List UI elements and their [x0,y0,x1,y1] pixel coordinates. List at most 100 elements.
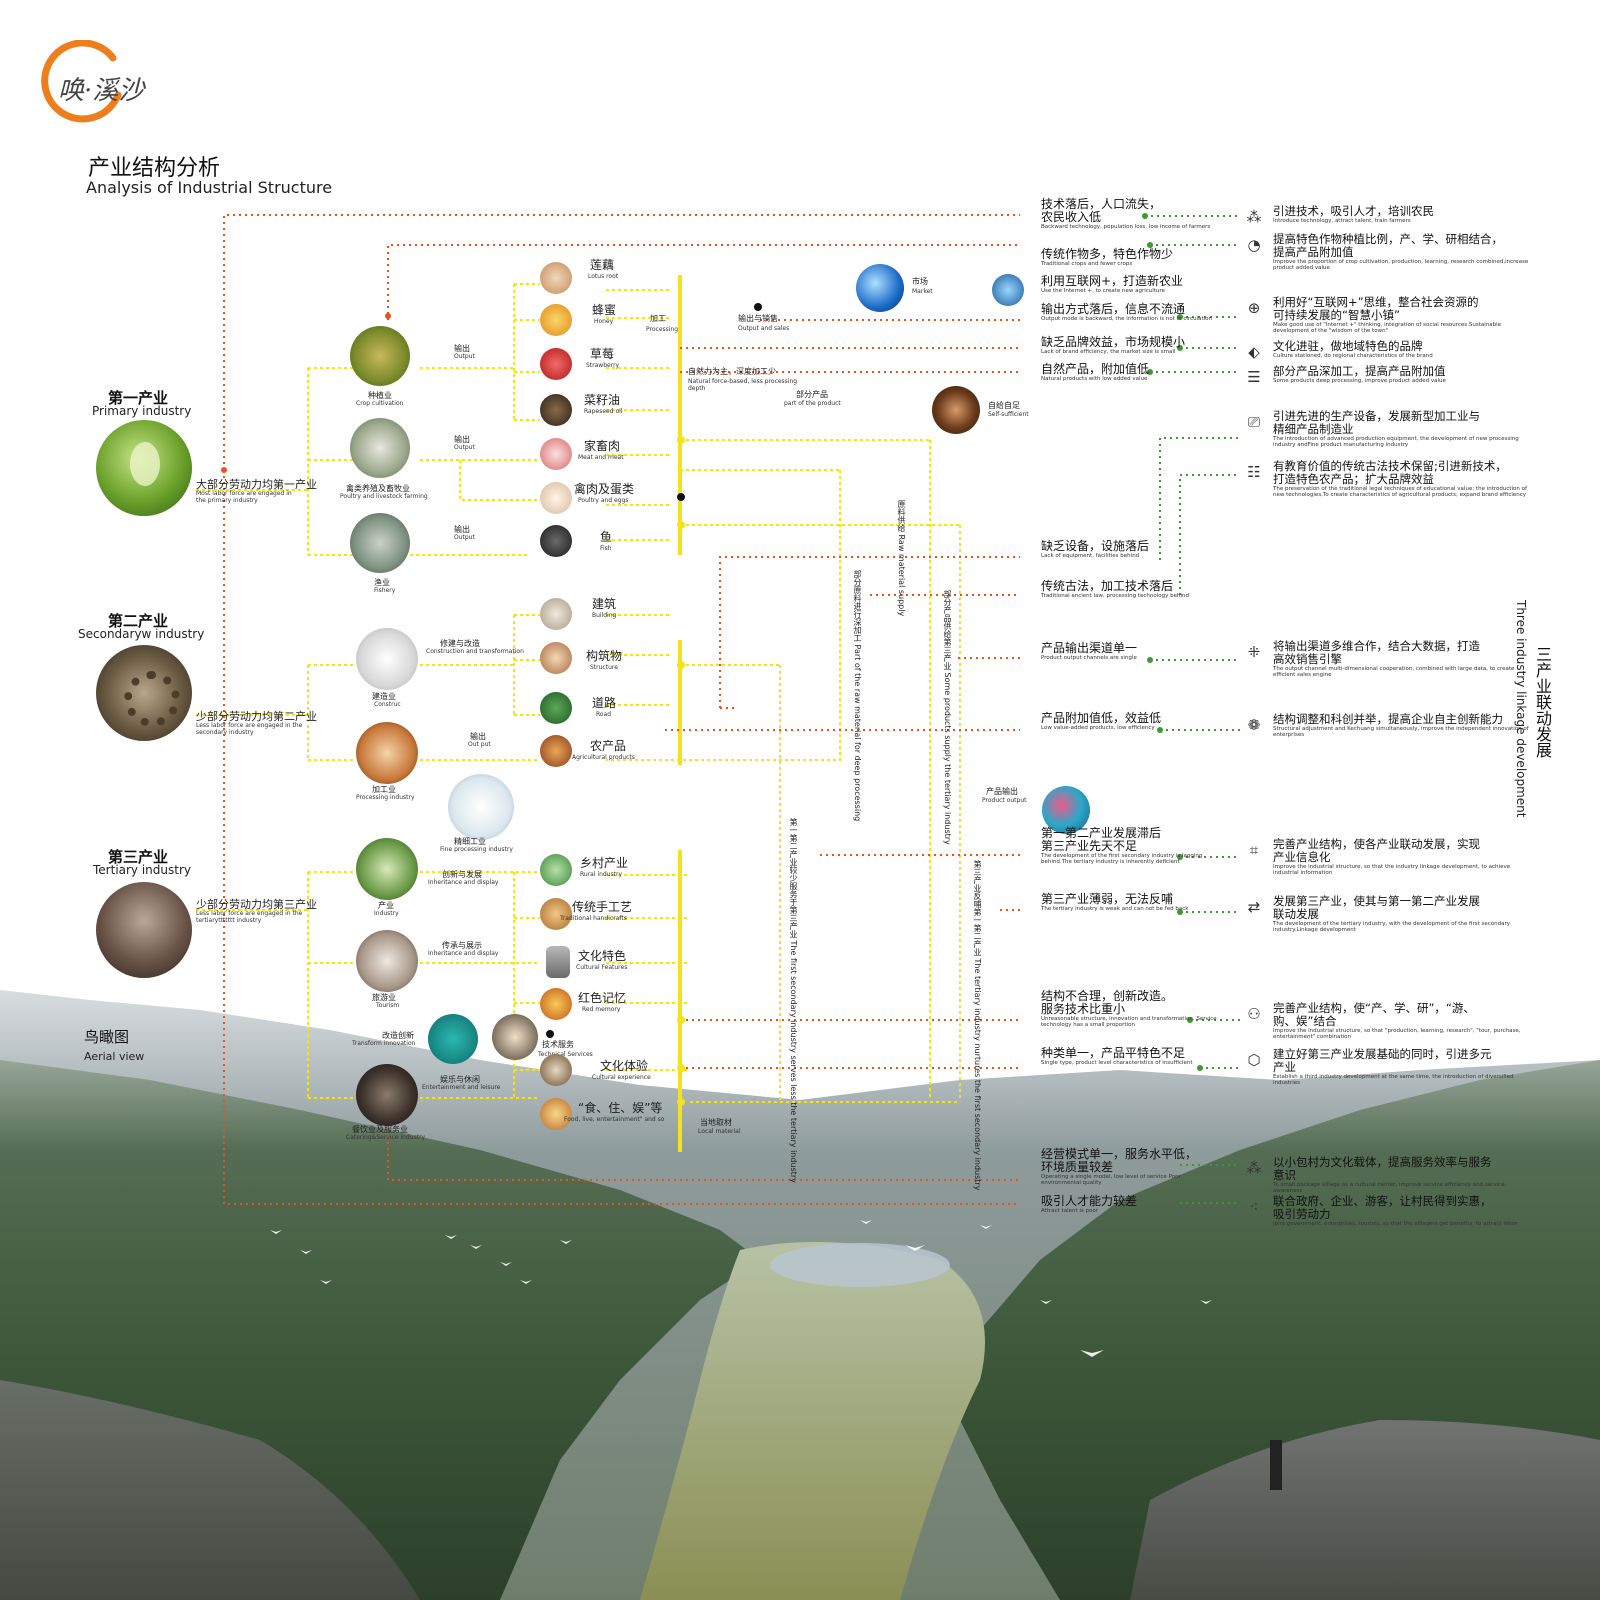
fine-industry-image [448,774,514,840]
problem-text-en: Lack of equipment, facilities behind [1041,553,1140,559]
rural-industry-image [356,838,418,900]
cube-icon: ⬡ [1247,1051,1261,1069]
secondary-industry-title: 第二产业 [108,612,169,630]
tourism-image [356,930,418,992]
user-group-icon: ⁂ [1246,1159,1262,1177]
solution-text: 有教育价值的传统古法技术保留;引进新技术， 打造特色农产品；扩大品牌效益 [1273,459,1507,486]
tourism-label: 旅游业 [372,993,396,1002]
lotus-root-label: 莲藕 [590,258,615,272]
road-image [540,692,572,724]
globe-icon: ⊕ [1247,299,1261,317]
local-material-label: 当地取材 [700,1118,732,1127]
side-label-en: Three industry linkage development [1514,600,1528,818]
handicrafts-label-en: Traditional handicrafts [560,915,627,922]
problem-text-en: Operating a single model, low level of s… [1041,1174,1181,1186]
poultry-eggs-label: 禽肉及蛋类 [574,482,635,496]
building-image [540,598,572,630]
crop-output-label: 输出 [454,344,470,353]
solution-text: 将输出渠道多维合作，结合大数据，打造 高效销售引擎 [1273,639,1480,666]
industry-label-en: Industry [374,910,399,917]
solution-text-en: To small package village as a cultural c… [1273,1182,1505,1194]
poultry-output-label-en: Output [454,444,475,451]
solution-text-en: Make good use of "Internet +" thinking, … [1273,322,1502,334]
solution-text: 完善产业结构，使各产业联动发展，实现 产业信息化 [1273,837,1480,864]
primary-industry-image [96,420,192,516]
product-output-image [1042,786,1090,834]
meat-label: 家畜肉 [584,439,621,453]
monitor-gear-icon: ⎚ [1247,413,1260,431]
cultural-experience-label: 文化体验 [600,1059,649,1073]
network-icon: ⁜ [1247,643,1261,661]
tourism-label-en: Tourism [376,1002,400,1009]
primary-industry-subtitle: Primary industry [92,404,192,418]
solution-text-en: Structural adjustment and Kechuang simul… [1273,726,1529,738]
solution-text-en: Establish a third industry development a… [1273,1074,1514,1086]
tourism-action-label: 传承与展示 [442,941,482,950]
building-label: 建筑 [592,597,617,611]
poultry-eggs-image [540,482,572,514]
cultural-experience-label-en: Cultural experience [592,1074,651,1081]
chart-monitor-icon: ⌗ [1249,841,1259,859]
product-supply-vlabel: 部分产品供给第三产业 Some products supply the tert… [943,590,952,845]
rapeseed-oil-label-en: Rapeseed oil [584,408,623,415]
agricultural-products-label: 农产品 [590,739,627,753]
problem-text: 技术落后，人口流失， 农民收入低 [1041,197,1162,224]
local-material-label-en: Local material [698,1128,741,1135]
processing-node-label: 加工 [650,314,666,323]
solution-text: 提高特色作物种植比例，产、学、研相结合， 提高产品附加值 [1273,232,1503,259]
transform-innovation-label: 改造创新 [382,1031,414,1040]
user-list-icon: ☷ [1247,463,1261,481]
red-memory-label-en: Red memory [582,1006,621,1013]
people-icon: ⁂ [1246,208,1262,226]
solution-text: 引进技术，吸引人才，培训农民 [1273,204,1434,218]
primary-labor-note: 大部分劳动力均第一产业 [196,478,317,491]
problem-text: 种类单一，产品平特色不足 [1041,1046,1186,1060]
partial-product-label-en: part of the product [784,400,841,407]
problem-text-en: Lack of brand efficiency, the market siz… [1041,349,1176,355]
problem-text-en: Single type, product level characteristi… [1041,1060,1193,1066]
page-title: 产业结构分析 [88,156,221,181]
crop-cultivation-label: 种植业 [368,391,392,400]
poultry-output-label: 输出 [454,435,470,444]
solution-text-en: Joint government, enterprises, tourists,… [1273,1221,1518,1227]
solution-text: 完善产业结构，使“产、学、研”，“游、 购、娱”结合 [1273,1001,1475,1028]
primary-industry-title: 第一产业 [108,389,169,407]
product-output-label-en: Product output [982,797,1027,804]
tertiary-industry-title: 第三产业 [108,848,169,866]
problem-text: 结构不合理，创新改造。 服务技术比重小 [1041,989,1174,1016]
poultry-livestock-image [350,418,410,478]
technical-services-label-en: Technical Services [538,1051,593,1058]
secondary-labor-note-en: Less labor force are engaged in the seco… [196,722,303,736]
catering-action-label-en: Entertainment and leisure [422,1084,501,1091]
logo-text: 唤·溪沙 [58,76,145,106]
handicrafts-image [540,898,572,930]
solution-text: 联合政府、企业、游客，让村民得到实惠， 吸引劳动力 [1273,1194,1492,1221]
processing-node-label-en: Processing [646,326,679,333]
structure-label: 构筑物 [586,649,623,663]
aerial-view-title: 鸟瞰图 [84,1028,130,1046]
market-label: 市场 [912,277,928,286]
page-subtitle: Analysis of Industrial Structure [86,178,333,197]
meat-image [540,438,572,470]
problem-text: 缺乏设备，设施落后 [1041,539,1150,553]
solution-text-en: Some products deep processing, improve p… [1273,378,1446,384]
building-label-en: Building [592,612,617,619]
agricultural-products-image [540,735,572,767]
agricultural-products-label-en: Agricultural products [572,754,635,761]
tertiary-industry-image [96,882,192,978]
problem-text-en: The tertiary industry is weak and can no… [1041,906,1189,912]
